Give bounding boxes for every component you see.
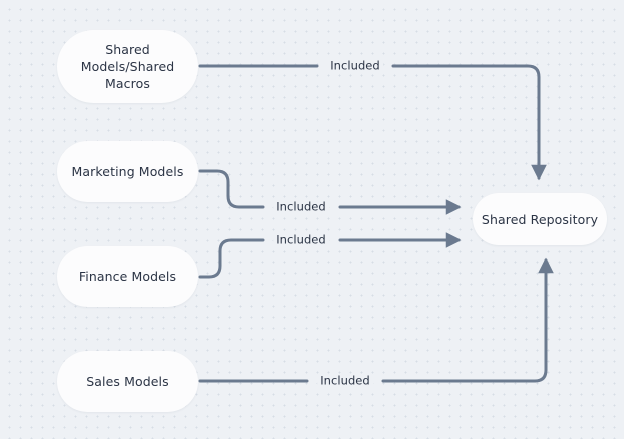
node-sales-models-label: Sales Models	[86, 374, 169, 389]
edge-path-marketing-models	[198, 169, 459, 207]
edge-label-shared-models: Included	[327, 59, 383, 73]
node-shared-models-line2: Models/Shared	[80, 59, 175, 74]
edge-label-finance-models: Included	[273, 233, 329, 247]
edge-path-sales-models	[198, 260, 546, 383]
node-shared-models-line3: Macros	[105, 76, 150, 91]
edge-label-sales-models: Included	[317, 374, 373, 388]
node-finance-models-label: Finance Models	[78, 269, 177, 284]
node-sales-models[interactable]: Sales Models	[57, 351, 198, 412]
edge-path-finance-models	[198, 240, 459, 279]
node-shared-models-line1: Shared	[105, 42, 150, 57]
node-finance-models[interactable]: Finance Models	[57, 246, 198, 307]
node-shared-repository-label: Shared Repository	[481, 211, 599, 227]
node-marketing-models-label: Marketing Models	[71, 164, 184, 179]
node-shared-repository[interactable]: Shared Repository	[473, 193, 607, 245]
node-marketing-models[interactable]: Marketing Models	[57, 141, 198, 202]
node-shared-models-label: Shared Models/Shared Macros	[81, 41, 175, 92]
edge-path-shared-models	[198, 64, 539, 178]
edge-label-marketing-models: Included	[273, 200, 329, 214]
node-shared-models[interactable]: Shared Models/Shared Macros	[57, 30, 198, 103]
